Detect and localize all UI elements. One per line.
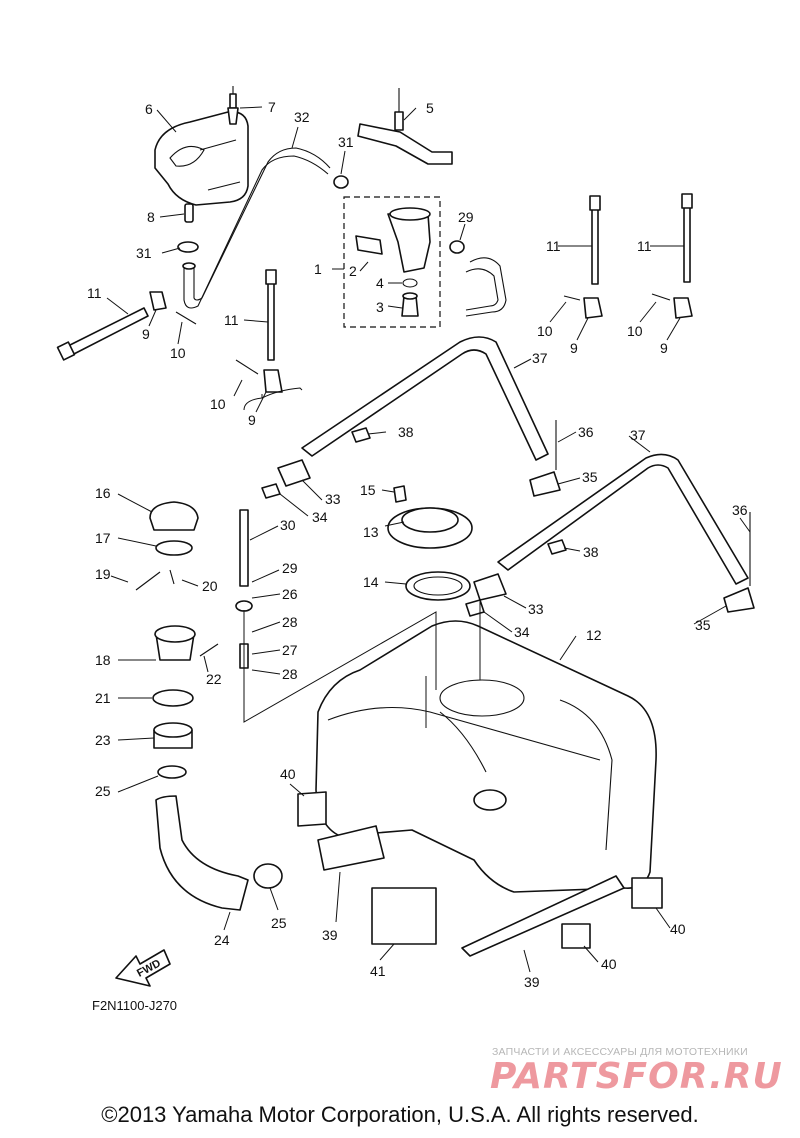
callout-2: 2 <box>349 263 357 279</box>
callout-10d: 10 <box>627 323 643 339</box>
callout-17: 17 <box>95 530 111 546</box>
callout-38b: 38 <box>583 544 599 560</box>
callout-16: 16 <box>95 485 111 501</box>
callout-36b: 36 <box>732 502 748 518</box>
callout-28a: 28 <box>282 614 298 630</box>
callout-9d: 9 <box>660 340 668 356</box>
callout-14: 14 <box>363 574 379 590</box>
callout-31a: 31 <box>338 134 354 150</box>
callout-34a: 34 <box>312 509 328 525</box>
callout-19: 19 <box>95 566 111 582</box>
callout-35b: 35 <box>695 617 711 633</box>
group-boundary-lines <box>243 387 481 728</box>
callout-20: 20 <box>202 578 218 594</box>
callout-29b: 29 <box>458 209 474 225</box>
callout-27: 27 <box>282 642 298 658</box>
callout-24: 24 <box>214 932 230 948</box>
part-6-cover <box>154 110 249 206</box>
callout-31b: 31 <box>136 245 152 261</box>
callout-9c: 9 <box>570 340 578 356</box>
copyright-notice: ©2013 Yamaha Motor Corporation, U.S.A. A… <box>101 1102 699 1127</box>
fwd-arrow-icon: FWD <box>115 949 171 987</box>
callout-25a: 25 <box>95 783 111 799</box>
callout-22: 22 <box>206 671 222 687</box>
part-11-tie-straps <box>56 193 693 361</box>
part-26-30-vent-line <box>235 509 253 669</box>
callout-37b: 37 <box>630 427 646 443</box>
part-7-pin <box>227 86 239 125</box>
callout-38a: 38 <box>398 424 414 440</box>
callout-15: 15 <box>360 482 376 498</box>
callout-40c: 40 <box>601 956 617 972</box>
callout-1: 1 <box>314 261 322 277</box>
callout-23: 23 <box>95 732 111 748</box>
callout-40b: 40 <box>670 921 686 937</box>
callout-40a: 40 <box>280 766 296 782</box>
callout-10a: 10 <box>170 345 186 361</box>
watermark-tagline: ЗАПЧАСТИ И АКСЕССУАРЫ ДЛЯ МОТОТЕХНИКИ <box>492 1046 748 1058</box>
part-5-bracket <box>357 88 453 165</box>
part-13-14-15-fuel-gauge-plate <box>387 485 473 601</box>
part-35-36-38-hardware <box>351 420 755 613</box>
callout-30: 30 <box>280 517 296 533</box>
part-10-pins <box>175 293 671 375</box>
part-31-clamp <box>177 175 349 253</box>
part-24-25-filler-hose <box>155 765 283 911</box>
callout-33b: 33 <box>528 601 544 617</box>
callout-11a: 11 <box>87 285 102 301</box>
callout-12: 12 <box>586 627 602 643</box>
callout-10b: 10 <box>210 396 226 412</box>
callout-21: 21 <box>95 690 111 706</box>
callout-11c: 11 <box>546 238 561 254</box>
callout-35a: 35 <box>582 469 598 485</box>
callout-9b: 9 <box>248 412 256 428</box>
callout-8: 8 <box>147 209 155 225</box>
part-9-clips <box>149 291 693 393</box>
callout-11d: 11 <box>637 238 652 254</box>
callout-29a: 29 <box>282 560 298 576</box>
callout-39b: 39 <box>524 974 540 990</box>
part-37-straps <box>301 336 749 585</box>
callout-25b: 25 <box>271 915 287 931</box>
callout-10c: 10 <box>537 323 553 339</box>
callout-11b: 11 <box>224 312 239 328</box>
watermark-logo: PARTSFOR.RU <box>490 1056 783 1097</box>
callout-32: 32 <box>294 109 310 125</box>
callout-18: 18 <box>95 652 111 668</box>
callout-3: 3 <box>376 299 384 315</box>
callout-33a: 33 <box>325 491 341 507</box>
part-32-hose <box>182 147 331 309</box>
part-33-34-brackets <box>261 459 507 617</box>
callout-26: 26 <box>282 586 298 602</box>
callout-13: 13 <box>363 524 379 540</box>
part-8-grommet <box>184 203 194 223</box>
callout-7: 7 <box>268 99 276 115</box>
callout-37a: 37 <box>532 350 548 366</box>
callout-34b: 34 <box>514 624 530 640</box>
callout-5: 5 <box>426 100 434 116</box>
callout-numbers: 1 2 3 4 5 6 7 8 9 9 9 9 10 10 10 10 11 1… <box>87 99 748 990</box>
fuel-filter-assembly <box>343 196 507 328</box>
part-16-23-filler-neck <box>135 501 219 749</box>
callout-6: 6 <box>145 101 153 117</box>
callout-41: 41 <box>370 963 386 979</box>
leader-lines <box>106 106 751 973</box>
part-39-40-41-pads <box>297 791 663 957</box>
callout-36a: 36 <box>578 424 594 440</box>
callout-28b: 28 <box>282 666 298 682</box>
callout-4: 4 <box>376 275 384 291</box>
callout-39a: 39 <box>322 927 338 943</box>
callout-9a: 9 <box>142 326 150 342</box>
figure-code: F2N1100-J270 <box>92 998 177 1013</box>
